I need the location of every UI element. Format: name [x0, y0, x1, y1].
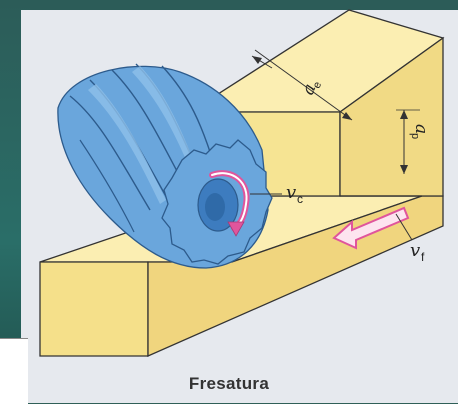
workpiece-front-face	[40, 262, 148, 356]
svg-text:c: c	[297, 192, 303, 206]
svg-text:p: p	[409, 133, 421, 139]
svg-text:v: v	[286, 182, 296, 203]
figure-caption: Fresatura	[0, 374, 458, 394]
label-vf: v f	[410, 240, 425, 264]
svg-text:f: f	[421, 250, 425, 264]
svg-text:v: v	[410, 240, 420, 261]
